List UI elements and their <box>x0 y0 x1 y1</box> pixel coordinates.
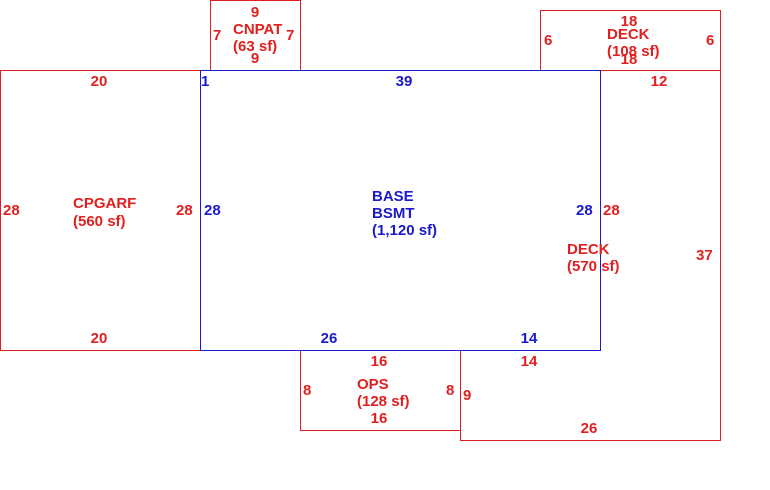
cpgarf-area: (560 sf) <box>73 213 126 230</box>
deck-right-dim-top: 12 <box>651 73 668 90</box>
cnpat-name: CNPAT <box>233 21 282 38</box>
base-dim-left: 28 <box>204 202 221 219</box>
base-name-line1: BASE <box>372 188 414 205</box>
deck-right-dim-inner-a: 14 <box>521 353 538 370</box>
deck-right-dim-inner-b: 9 <box>463 387 471 404</box>
cnpat-dim-right: 7 <box>286 27 294 44</box>
ops-area: (128 sf) <box>357 393 410 410</box>
base-outline <box>200 70 601 351</box>
cnpat-area: (63 sf) <box>233 38 277 55</box>
cpgarf-dim-right: 28 <box>176 202 193 219</box>
ops-dim-right: 8 <box>446 382 454 399</box>
cnpat-dim-left: 7 <box>213 27 221 44</box>
ops-dim-top: 16 <box>371 353 388 370</box>
deck-top-area: (108 sf) <box>607 43 660 60</box>
base-dim-bottom-b: 14 <box>521 330 538 347</box>
deck-right-name: DECK <box>567 241 610 258</box>
deck-top-name: DECK <box>607 26 650 43</box>
cpgarf-dim-bottom: 20 <box>91 330 108 347</box>
deck-right-dim-left: 28 <box>603 202 620 219</box>
ops-name: OPS <box>357 376 389 393</box>
ops-dim-bottom: 16 <box>371 410 388 427</box>
deck-right-dim-bottom: 26 <box>581 420 598 437</box>
deck-top-dim-left: 6 <box>544 32 552 49</box>
cnpat-dim-top: 9 <box>251 4 259 21</box>
base-dim-right: 28 <box>576 202 593 219</box>
base-area: (1,120 sf) <box>372 222 437 239</box>
deck-right-area: (570 sf) <box>567 258 620 275</box>
deck-top-dim-bottom: 18 <box>621 51 638 68</box>
base-name-line2: BSMT <box>372 205 415 222</box>
deck-top-dim-right: 6 <box>706 32 714 49</box>
base-dim-bottom-a: 26 <box>321 330 338 347</box>
cnpat-dim-bottom: 9 <box>251 50 259 67</box>
base-dim-top-b: 39 <box>396 73 413 90</box>
base-dim-top-a: 1 <box>201 73 209 90</box>
deck-right-dim-right: 37 <box>696 247 713 264</box>
deck-top-dim-top: 18 <box>621 13 638 30</box>
ops-dim-left: 8 <box>303 382 311 399</box>
cpgarf-dim-left: 28 <box>3 202 20 219</box>
cpgarf-dim-top: 20 <box>91 73 108 90</box>
cpgarf-name: CPGARF <box>73 195 136 212</box>
